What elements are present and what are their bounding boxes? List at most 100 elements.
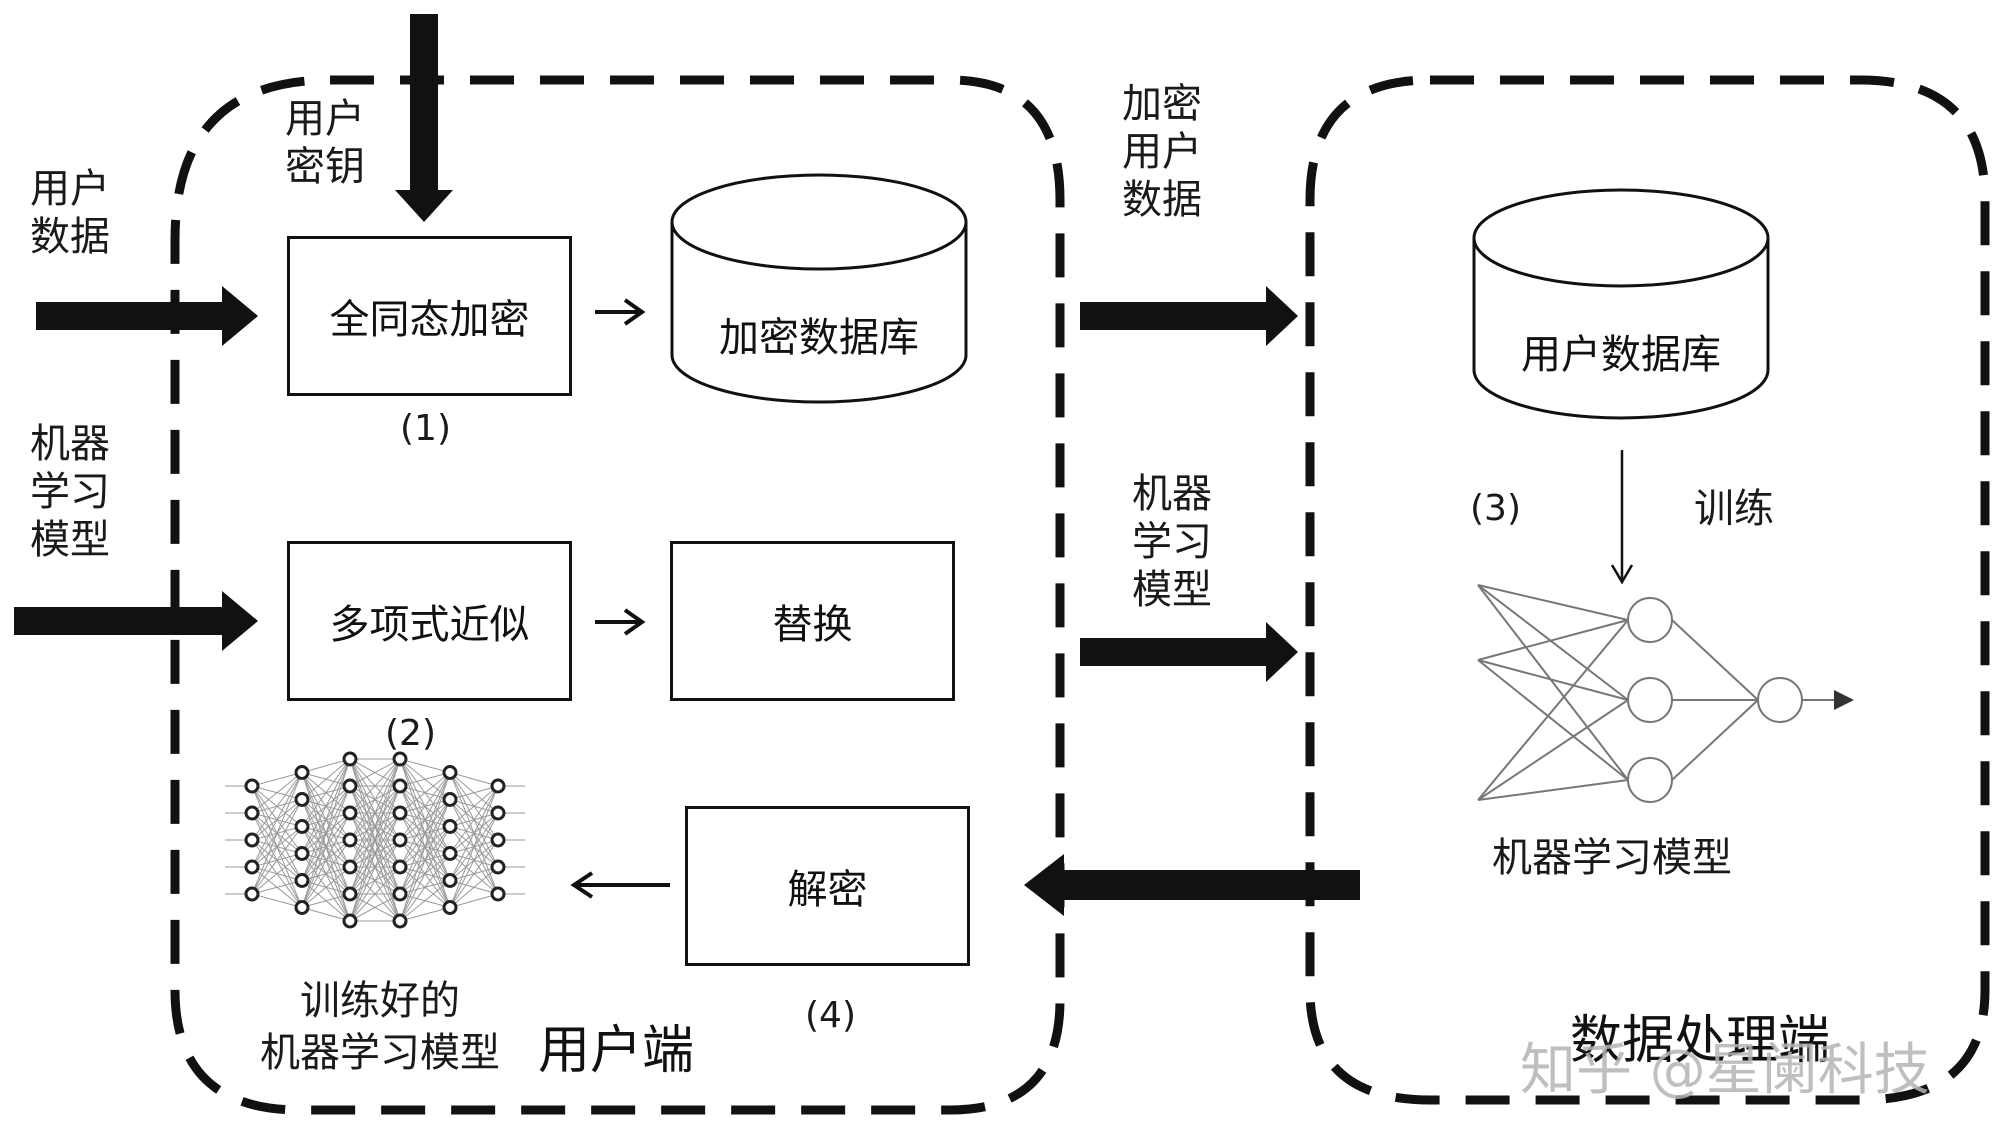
- deep-nn-edge: [251, 772, 303, 814]
- deep-nn-edge: [449, 839, 499, 908]
- nn-edge: [1477, 584, 1629, 701]
- deep-nn-node: [342, 805, 358, 821]
- step-2-number: (2): [385, 713, 436, 754]
- deep-nn-edge: [301, 758, 351, 827]
- deep-nn-edge: [349, 758, 401, 922]
- deep-nn-edge: [301, 907, 351, 922]
- deep-nn-node: [244, 805, 260, 821]
- deep-nn-edge: [349, 839, 401, 922]
- deep-nn-edge: [301, 893, 351, 908]
- ml-model-label: 机器学习模型: [1492, 835, 1732, 881]
- replace-box: 替换: [670, 541, 955, 701]
- decrypt-box: 解密: [685, 806, 970, 966]
- deep-nn-node: [392, 805, 408, 821]
- user-db-cylinder: [1472, 188, 1770, 420]
- processing-side-boundary: [1305, 75, 1990, 1105]
- ml-model-transfer-arrow: [1080, 622, 1298, 682]
- deep-nn-edge: [399, 772, 451, 841]
- deep-nn-node: [490, 886, 506, 902]
- encrypted-data-transfer-arrow: [1080, 286, 1298, 346]
- nn-edge: [1477, 699, 1629, 801]
- processing-side-title: 数据处理端: [1570, 1011, 1831, 1071]
- deep-nn-edge: [399, 772, 451, 814]
- ml-model-input-arrow: [14, 591, 258, 651]
- deep-nn-edge: [399, 799, 451, 922]
- nn-edge: [1477, 619, 1629, 801]
- nn-edge: [1477, 584, 1629, 621]
- deep-nn-edge: [399, 772, 451, 787]
- deep-nn-edge: [301, 758, 351, 881]
- deep-nn-edge: [449, 785, 499, 908]
- deep-nn-edge: [349, 812, 401, 922]
- deep-nn-node: [442, 873, 458, 888]
- deep-nn-edge: [349, 758, 401, 868]
- deep-nn-edge: [301, 758, 351, 908]
- nn-edge: [1477, 619, 1629, 661]
- deep-nn-edge: [349, 758, 401, 787]
- user-side-boundary: [170, 75, 1065, 1115]
- deep-nn-node: [490, 778, 506, 794]
- deep-nn-node: [294, 792, 310, 807]
- deep-nn-edge: [449, 785, 499, 827]
- deep-nn-edge: [449, 812, 499, 908]
- ml-model-transfer-label: 机器 学习 模型: [1132, 471, 1212, 613]
- deep-nn-edge: [301, 785, 351, 908]
- user-key-label: 用户 密钥: [285, 96, 365, 190]
- deep-nn-node: [244, 778, 260, 794]
- nn-edge: [1671, 699, 1759, 781]
- deep-nn-edge: [399, 853, 451, 922]
- train-arrow: [1610, 450, 1634, 585]
- deep-nn-node: [490, 859, 506, 875]
- deep-nn-edge: [399, 772, 451, 868]
- deep-nn-edge: [251, 880, 303, 895]
- deep-nn-node: [392, 778, 408, 794]
- trained-deep-network: [225, 751, 525, 929]
- deep-nn-edge: [399, 772, 451, 922]
- watermark: 知乎 @星阑科技: [1520, 1038, 1930, 1103]
- user-side-title: 用户端: [538, 1021, 695, 1081]
- deep-nn-edge: [449, 785, 499, 854]
- deep-nn-node: [392, 832, 408, 848]
- deep-nn-edge: [251, 853, 303, 895]
- deep-nn-edge: [251, 893, 303, 908]
- nn-node: [1627, 677, 1673, 723]
- deep-nn-edge: [301, 758, 351, 800]
- nn-edge: [1477, 659, 1629, 781]
- deep-nn-node: [342, 859, 358, 875]
- deep-nn-edge: [399, 880, 451, 922]
- deep-nn-edge: [399, 772, 451, 895]
- deep-nn-node: [244, 832, 260, 848]
- deep-nn-node: [294, 765, 310, 780]
- encrypted-db-cylinder: [670, 173, 968, 404]
- deep-nn-edge: [251, 772, 303, 895]
- user-data-arrow: [36, 286, 258, 346]
- deep-nn-edge: [449, 893, 499, 908]
- deep-nn-node: [294, 873, 310, 888]
- deep-nn-edge: [349, 758, 401, 895]
- deep-nn-edge: [301, 812, 351, 908]
- step-4-number: (4): [805, 995, 856, 1036]
- deep-nn-edge: [349, 893, 401, 922]
- deep-nn-edge: [301, 758, 351, 854]
- deep-nn-node: [342, 832, 358, 848]
- deep-nn-node: [342, 751, 358, 767]
- deep-nn-edge: [251, 826, 303, 895]
- encrypted-user-data-label: 加密 用户 数据: [1122, 81, 1202, 223]
- user-key-arrow: [395, 14, 453, 222]
- return-model-arrow: [1024, 854, 1360, 916]
- deep-nn-node: [392, 859, 408, 875]
- deep-nn-node: [294, 819, 310, 834]
- nn-edge: [1477, 659, 1629, 701]
- deep-nn-edge: [349, 758, 401, 814]
- nn-node: [1627, 757, 1673, 803]
- nn-edge: [1477, 584, 1629, 781]
- deep-nn-node: [442, 846, 458, 861]
- deep-nn-node: [342, 778, 358, 794]
- ml-model-input-label: 机器 学习 模型: [30, 421, 110, 563]
- deep-nn-edge: [251, 772, 303, 787]
- processing-neural-network: [1477, 584, 1854, 803]
- nn-output-node: [1757, 677, 1803, 723]
- encrypted-db-label: 加密数据库: [719, 315, 919, 361]
- deep-nn-edge: [301, 839, 351, 908]
